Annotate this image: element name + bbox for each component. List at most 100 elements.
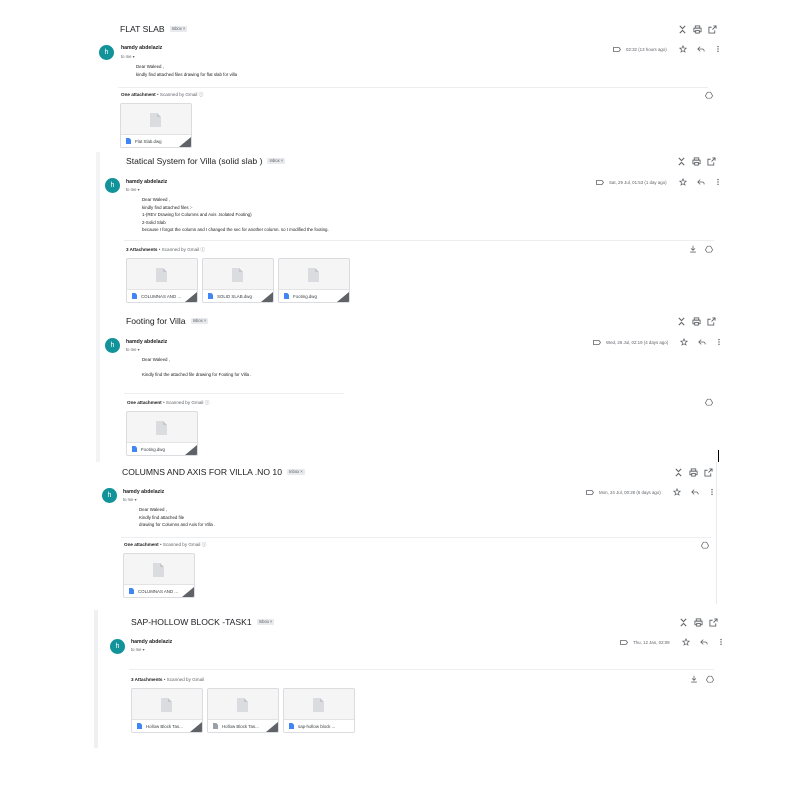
attachment-thumbnail[interactable]: Hollow Block Tas... xyxy=(207,688,279,733)
print-icon[interactable] xyxy=(689,468,698,477)
attachment-name: Flat Slab.dwg xyxy=(135,138,162,144)
sender-name[interactable]: hamdy abdelaziz xyxy=(131,639,173,645)
recipient-dropdown[interactable]: to me ▾ xyxy=(131,647,145,652)
collapse-all-icon[interactable] xyxy=(677,157,686,166)
label-icon[interactable] xyxy=(593,339,601,345)
print-icon[interactable] xyxy=(694,618,703,627)
recipient-dropdown[interactable]: to me ▾ xyxy=(121,54,135,59)
inbox-label-chip[interactable]: Inbox× xyxy=(169,26,188,32)
message-meta: 02:32 (13 hours ago) xyxy=(613,45,722,53)
collapse-all-icon[interactable] xyxy=(679,618,688,627)
attachment-actions xyxy=(689,245,713,253)
reply-icon[interactable] xyxy=(696,178,705,186)
avatar[interactable]: h xyxy=(105,178,120,193)
collapse-all-icon[interactable] xyxy=(677,317,686,326)
attachment-thumbnail[interactable]: Footing.dwg xyxy=(126,411,198,456)
sender-name[interactable]: hamdy abdelaziz xyxy=(126,339,168,345)
reply-icon[interactable] xyxy=(696,45,705,53)
label-icon[interactable] xyxy=(586,489,594,495)
inbox-label-chip[interactable]: Inbox× xyxy=(267,158,286,164)
recipient-dropdown[interactable]: to me ▾ xyxy=(126,187,140,192)
print-icon[interactable] xyxy=(692,317,701,326)
attachment-thumbnail[interactable]: sap-hollow block ... xyxy=(283,688,355,733)
open-new-window-icon[interactable] xyxy=(707,157,716,166)
download-all-icon[interactable] xyxy=(690,675,698,683)
attachment-name-bar: Flat Slab.dwg xyxy=(121,134,191,147)
label-icon[interactable] xyxy=(596,179,604,185)
recipient-dropdown[interactable]: to me ▾ xyxy=(126,347,140,352)
more-options-icon[interactable] xyxy=(717,638,725,646)
sender-name[interactable]: hamdy abdelaziz xyxy=(123,489,165,495)
body-line: 1-(REV Drawing for Columns and Axis .Iso… xyxy=(142,212,252,218)
file-preview-icon xyxy=(232,268,243,282)
reply-icon[interactable] xyxy=(690,488,699,496)
open-new-window-icon[interactable] xyxy=(704,468,713,477)
message-time: Sat, 29 Jul, 01:53 (1 day ago) xyxy=(609,179,667,185)
more-options-icon[interactable] xyxy=(714,45,722,53)
info-icon[interactable]: ⓘ xyxy=(198,92,204,97)
star-icon[interactable] xyxy=(680,338,689,346)
attachment-name: sap-hollow block ... xyxy=(298,723,336,729)
attachment-name: COLUMNAS AND ... xyxy=(141,293,182,299)
message-meta: Sat, 29 Jul, 01:53 (1 day ago) xyxy=(596,178,722,186)
email-card-columns-axis xyxy=(96,462,716,607)
attachment-name-bar: COLUMNAS AND ... xyxy=(127,289,197,302)
attachment-name: SOLID SLAB.dwg xyxy=(217,293,252,299)
download-all-icon[interactable] xyxy=(689,245,697,253)
attachment-name-bar: Footing.dwg xyxy=(127,442,197,455)
add-to-drive-icon[interactable] xyxy=(705,91,713,99)
collapse-all-icon[interactable] xyxy=(678,25,687,34)
sender-name[interactable]: hamdy abdelaziz xyxy=(121,45,163,51)
attachment-actions xyxy=(705,398,713,406)
star-icon[interactable] xyxy=(681,638,690,646)
reply-icon[interactable] xyxy=(698,338,706,346)
star-icon[interactable] xyxy=(672,488,681,496)
collapse-all-icon[interactable] xyxy=(674,468,683,477)
more-options-icon[interactable] xyxy=(714,178,722,186)
body-line: kindly find attached files :- xyxy=(142,204,193,210)
star-icon[interactable] xyxy=(678,178,687,186)
info-icon[interactable]: ⓘ xyxy=(200,247,206,252)
body-line: Dear Waleed , xyxy=(136,64,164,69)
inbox-label-chip[interactable]: Inbox× xyxy=(190,318,209,324)
reply-icon[interactable] xyxy=(699,638,708,646)
avatar[interactable]: h xyxy=(110,639,125,654)
more-options-icon[interactable] xyxy=(715,338,723,346)
label-icon[interactable] xyxy=(613,46,621,52)
inbox-label-chip[interactable]: Inbox× xyxy=(256,619,275,625)
open-new-window-icon[interactable] xyxy=(708,25,717,34)
inbox-label-chip[interactable]: Inbox× xyxy=(287,469,305,475)
info-icon[interactable]: ⓘ xyxy=(201,542,207,547)
attachment-thumbnail[interactable]: COLUMNAS AND ... xyxy=(123,553,195,598)
attachment-thumbnail[interactable]: Flat Slab.dwg xyxy=(120,103,192,148)
recipient-dropdown[interactable]: to me ▾ xyxy=(123,497,137,502)
email-subject: FLAT SLAB xyxy=(120,24,165,34)
email-body: Dear Waleed , Kindly find the attached f… xyxy=(142,356,252,379)
add-to-drive-icon[interactable] xyxy=(705,398,713,406)
email-subject-row: Footing for Villa Inbox× xyxy=(126,316,209,326)
info-icon[interactable]: ⓘ xyxy=(204,400,210,405)
add-to-drive-icon[interactable] xyxy=(706,675,714,683)
attachment-thumbnail[interactable]: Hollow Block Tas... xyxy=(131,688,203,733)
avatar[interactable]: h xyxy=(99,45,114,60)
star-icon[interactable] xyxy=(678,45,687,53)
file-preview-icon xyxy=(153,563,164,577)
attachment-thumbnail[interactable]: SOLID SLAB.dwg xyxy=(202,258,274,303)
open-new-window-icon[interactable] xyxy=(709,618,718,627)
label-icon[interactable] xyxy=(620,639,628,645)
add-to-drive-icon[interactable] xyxy=(705,245,713,253)
email-subject: COLUMNS AND AXIS FOR VILLA .NO 10 xyxy=(122,467,282,477)
attachment-thumbnail[interactable]: COLUMNAS AND ... xyxy=(126,258,198,303)
add-to-drive-icon[interactable] xyxy=(701,541,709,549)
open-new-window-icon[interactable] xyxy=(707,317,716,326)
page-fold xyxy=(337,292,349,302)
file-preview-icon xyxy=(161,698,172,712)
attachment-thumbnail[interactable]: Footing.dwg xyxy=(278,258,350,303)
avatar[interactable]: h xyxy=(105,338,120,353)
more-options-icon[interactable] xyxy=(708,488,716,496)
avatar[interactable]: h xyxy=(102,488,117,503)
sender-name[interactable]: hamdy abdelaziz xyxy=(126,179,168,185)
print-icon[interactable] xyxy=(692,157,701,166)
attachments-header: 3 Attachments • Scanned by Gmail ⓘ xyxy=(126,247,206,252)
print-icon[interactable] xyxy=(693,25,702,34)
